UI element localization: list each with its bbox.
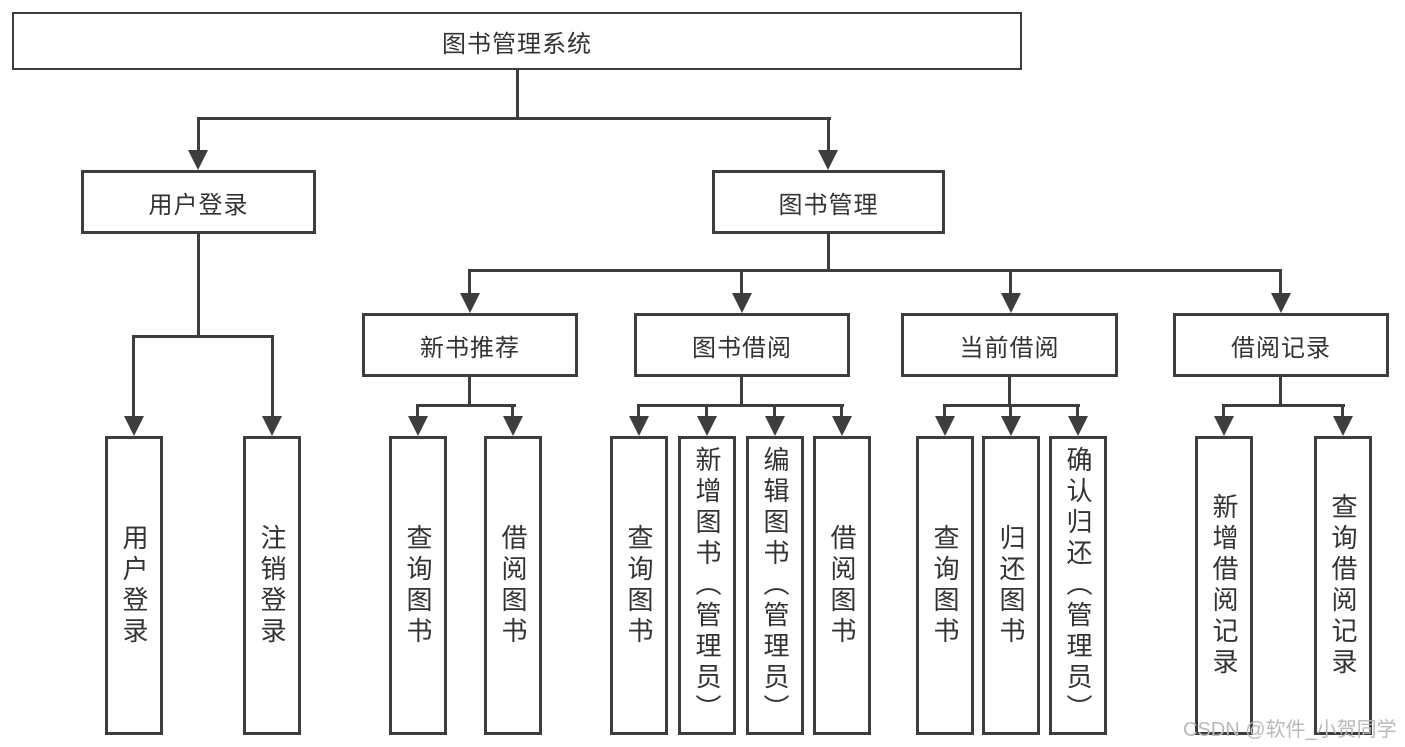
leaf-label: 借阅图书 — [498, 523, 528, 648]
arrow-down-icon — [1214, 416, 1234, 436]
leaf-add-borrow-record: 新增借阅记录 — [1195, 436, 1253, 735]
node-system-root: 图书管理系统 — [12, 12, 1022, 70]
leaf-add-books-admin: 新增图书（管理员） — [678, 436, 736, 735]
leaf-query-books-borrow: 查询图书 — [610, 436, 668, 735]
arrow-down-icon — [1001, 293, 1021, 313]
arrow-down-icon — [935, 416, 955, 436]
connector-line — [740, 377, 743, 406]
node-new-book-recommend: 新书推荐 — [362, 313, 578, 377]
leaf-label: 注销登录 — [257, 523, 287, 648]
connector-line — [1222, 404, 1225, 418]
node-book-management: 图书管理 — [712, 170, 945, 234]
node-label: 图书管理系统 — [442, 30, 592, 58]
connector-line — [840, 404, 843, 418]
node-borrow-records: 借阅记录 — [1173, 313, 1389, 377]
leaf-edit-books-admin: 编辑图书（管理员） — [746, 436, 804, 735]
arrow-down-icon — [1271, 293, 1291, 313]
connector-line — [416, 404, 419, 418]
connector-line — [1076, 404, 1079, 418]
connector-line — [197, 117, 831, 120]
connector-line — [773, 404, 776, 418]
connector-line — [637, 404, 844, 407]
connector-line — [1222, 404, 1345, 407]
node-label: 用户登录 — [148, 191, 249, 219]
leaf-borrow-books: 借阅图书 — [813, 436, 871, 735]
leaf-label: 借阅图书 — [827, 523, 857, 648]
leaf-borrow-books-recommend: 借阅图书 — [484, 436, 542, 735]
connector-line — [197, 117, 200, 153]
connector-line — [416, 404, 516, 407]
leaf-confirm-return-admin: 确认归还（管理员） — [1049, 436, 1107, 735]
node-user-login: 用户登录 — [81, 170, 316, 234]
arrow-down-icon — [818, 150, 838, 170]
arrow-down-icon — [124, 416, 144, 436]
arrow-down-icon — [732, 293, 752, 313]
arrow-down-icon — [262, 416, 282, 436]
connector-line — [468, 377, 471, 406]
connector-line — [1009, 404, 1012, 418]
arrow-down-icon — [629, 416, 649, 436]
connector-line — [132, 335, 135, 418]
connector-line — [1341, 404, 1344, 418]
leaf-label: 新增借阅记录 — [1209, 492, 1239, 679]
connector-line — [511, 404, 514, 418]
connector-line — [740, 269, 743, 296]
node-book-borrow: 图书借阅 — [634, 313, 850, 377]
arrow-down-icon — [1001, 416, 1021, 436]
node-current-borrow: 当前借阅 — [901, 313, 1118, 377]
leaf-return-books: 归还图书 — [982, 436, 1040, 735]
leaf-label: 新增图书（管理员） — [692, 446, 722, 725]
leaf-label: 确认归还（管理员） — [1063, 446, 1093, 725]
connector-line — [1008, 377, 1011, 406]
node-label: 借阅记录 — [1231, 334, 1331, 362]
connector-line — [468, 269, 1282, 272]
node-label: 新书推荐 — [420, 334, 520, 362]
leaf-label: 查询图书 — [624, 523, 654, 648]
connector-line — [637, 404, 640, 418]
node-label: 图书借阅 — [692, 334, 792, 362]
arrow-down-icon — [697, 416, 717, 436]
connector-line — [197, 234, 200, 337]
connector-line — [827, 117, 830, 153]
arrow-down-icon — [460, 293, 480, 313]
leaf-user-login: 用户登录 — [105, 436, 163, 735]
arrow-down-icon — [408, 416, 428, 436]
connector-line — [271, 335, 274, 418]
leaf-query-borrow-record: 查询借阅记录 — [1314, 436, 1372, 735]
connector-line — [705, 404, 708, 418]
leaf-query-books-current: 查询图书 — [916, 436, 974, 735]
leaf-query-books-recommend: 查询图书 — [389, 436, 447, 735]
node-label: 图书管理 — [778, 191, 879, 219]
arrow-down-icon — [188, 150, 208, 170]
arrow-down-icon — [765, 416, 785, 436]
node-label: 当前借阅 — [959, 334, 1060, 362]
connector-line — [827, 234, 830, 272]
csdn-watermark: CSDN @软件_小贺同学 — [1183, 719, 1397, 741]
leaf-label: 查询图书 — [403, 523, 433, 648]
leaf-label: 用户登录 — [119, 523, 149, 648]
connector-line — [468, 269, 471, 296]
connector-line — [1279, 377, 1282, 406]
connector-line — [132, 335, 274, 338]
leaf-label: 查询借阅记录 — [1328, 492, 1358, 679]
connector-line — [516, 70, 519, 118]
connector-line — [1009, 269, 1012, 296]
leaf-label: 归还图书 — [996, 523, 1026, 648]
leaf-label: 编辑图书（管理员） — [760, 446, 790, 725]
connector-line — [1279, 269, 1282, 296]
arrow-down-icon — [832, 416, 852, 436]
connector-line — [943, 404, 946, 418]
arrow-down-icon — [503, 416, 523, 436]
leaf-label: 查询图书 — [930, 523, 960, 648]
arrow-down-icon — [1333, 416, 1353, 436]
leaf-logout-login: 注销登录 — [243, 436, 301, 735]
arrow-down-icon — [1068, 416, 1088, 436]
